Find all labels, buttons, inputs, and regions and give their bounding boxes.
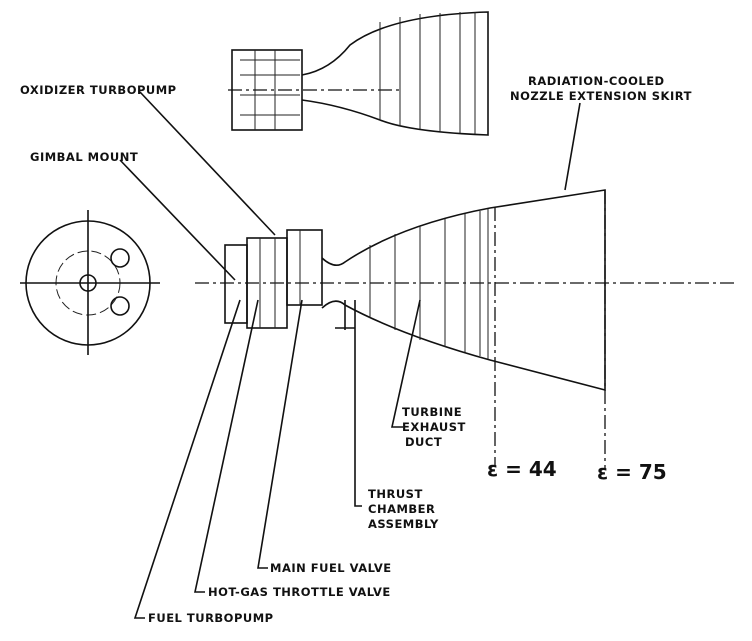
label-turbine-3: DUCT	[405, 435, 443, 449]
label-thrust-3: ASSEMBLY	[368, 517, 439, 531]
label-thrust-1: THRUST	[368, 487, 423, 501]
main-engine	[195, 189, 735, 468]
label-gimbal-mount: GIMBAL MOUNT	[30, 150, 139, 164]
end-view	[20, 210, 160, 355]
label-main-fuel-valve: MAIN FUEL VALVE	[270, 561, 392, 575]
label-turbine-2: EXHAUST	[402, 420, 466, 434]
label-oxidizer-turbopump: OXIDIZER TURBOPUMP	[20, 83, 177, 97]
label-eps-44: ε = 44	[487, 457, 557, 481]
label-fuel-turbopump: FUEL TURBOPUMP	[148, 611, 274, 625]
label-eps-75: ε = 75	[597, 460, 667, 484]
side-view-small	[228, 11, 489, 136]
label-turbine-1: TURBINE	[402, 405, 463, 419]
label-thrust-2: CHAMBER	[368, 502, 436, 516]
label-hot-gas-throttle-valve: HOT-GAS THROTTLE VALVE	[208, 585, 391, 599]
label-nozzle-skirt-1: RADIATION-COOLED	[528, 74, 665, 88]
label-nozzle-skirt-2: NOZZLE EXTENSION SKIRT	[510, 89, 692, 103]
leader-lines	[119, 91, 581, 619]
